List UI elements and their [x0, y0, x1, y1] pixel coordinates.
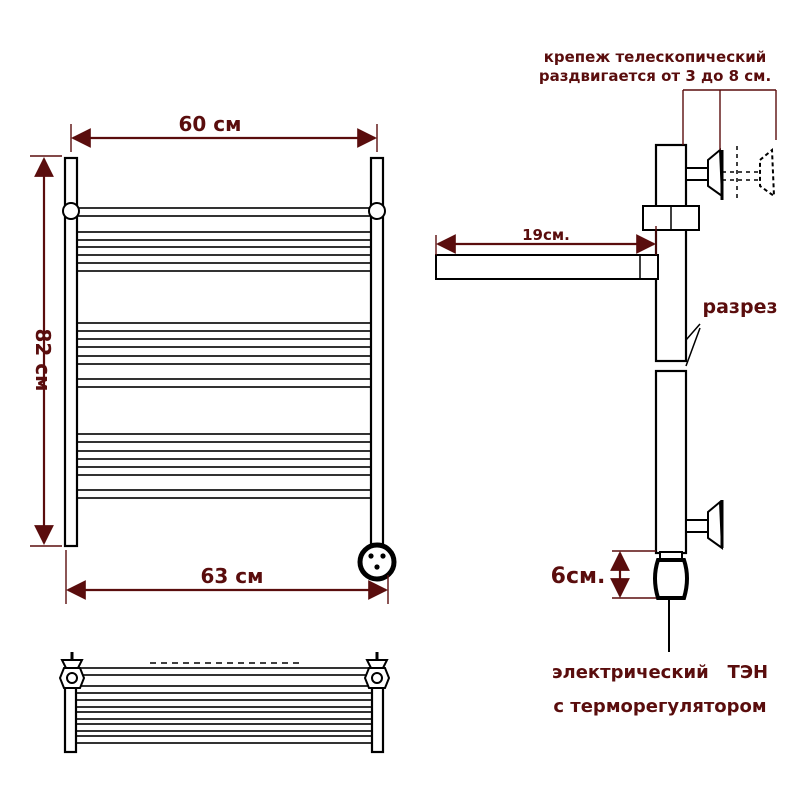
crossbar	[73, 489, 375, 499]
crossbar	[73, 378, 375, 388]
mount-label-line1: крепеж телескопический	[544, 48, 767, 66]
element-length-label: 6см.	[551, 564, 606, 589]
top-view-bar	[71, 735, 379, 744]
dim-width-bottom: 63 см	[65, 550, 389, 604]
lower-wall-mount-icon	[685, 499, 724, 551]
dim-telescopic-bracket	[682, 89, 777, 150]
dim-height: 82 см	[30, 155, 62, 547]
top-view-bar	[71, 685, 379, 694]
side-view: 19см. 6см. крепеж телескопический раздви…	[435, 48, 778, 717]
heater-label-line2: с терморегулятором	[553, 696, 766, 717]
crossbar	[73, 338, 375, 348]
crossbar	[73, 322, 375, 332]
top-view-bar	[71, 711, 379, 720]
front-view: 60 см 82 см 63 см	[30, 112, 397, 604]
side-shelf-arm	[435, 254, 659, 280]
dim-shelf-depth: 19см.	[435, 226, 657, 255]
width-top-label: 60 см	[179, 112, 242, 136]
top-view-bar	[71, 699, 379, 708]
mount-label-line2: раздвигается от 3 до 8 см.	[539, 67, 771, 85]
width-bottom-label: 63 см	[201, 564, 264, 588]
top-view-bar	[71, 667, 379, 676]
top-right-mount-icon	[363, 652, 391, 689]
right-joint	[368, 202, 386, 220]
top-view-bar	[71, 723, 379, 732]
crossbar	[73, 355, 375, 365]
heater-element-icon	[653, 551, 689, 600]
crossbar	[73, 466, 375, 476]
crossbar	[73, 246, 375, 256]
crossbar	[73, 433, 375, 443]
left-rail	[63, 156, 79, 548]
heater-connector-icon	[357, 542, 397, 582]
top-left-mount-icon	[58, 652, 86, 689]
shelf-depth-label: 19см.	[522, 226, 570, 244]
top-view	[58, 652, 391, 754]
front-crossbars	[73, 207, 375, 499]
left-joint	[62, 202, 80, 220]
side-upper-rail	[654, 143, 688, 363]
upper-wall-mount-icon	[685, 146, 776, 200]
side-lower-rail	[654, 369, 688, 555]
dim-width-top: 60 см	[70, 112, 378, 152]
height-label: 82 см	[31, 329, 55, 392]
cut-label: разрез	[703, 296, 778, 318]
heater-label-line1: электрический ТЭН	[552, 662, 768, 683]
crossbar	[73, 207, 375, 217]
crossbar	[73, 262, 375, 272]
crossbar	[73, 450, 375, 460]
dim-element-length: 6см.	[551, 550, 656, 599]
crossbar	[73, 231, 375, 241]
